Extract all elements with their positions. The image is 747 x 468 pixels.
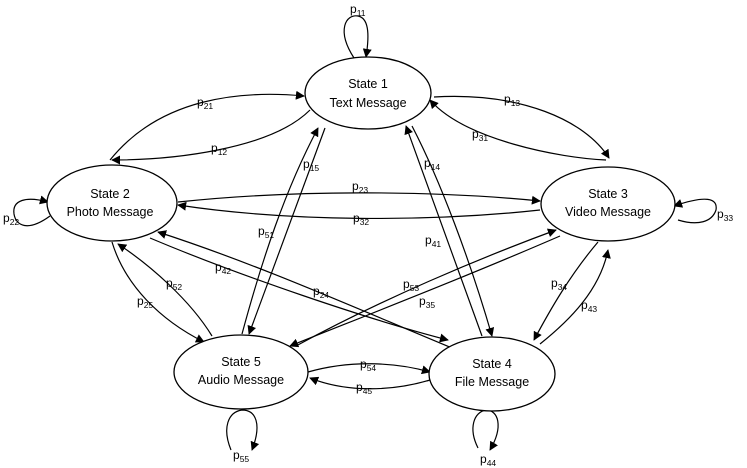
state-2-label: Photo Message: [67, 205, 154, 219]
edge-s1-s5: [247, 127, 326, 335]
label-p12: p12: [211, 141, 227, 157]
edge-s3-s5: [289, 235, 561, 348]
edge-s5-s4: [307, 363, 431, 375]
label-p25: p25: [137, 294, 153, 310]
edge-s4-s2: [157, 230, 453, 349]
state-1-name: State 1: [348, 77, 388, 91]
label-p32: p32: [353, 211, 369, 227]
edge-s2-s3: [177, 192, 541, 205]
edge-s4-s5: [309, 376, 431, 390]
edge-s5-s5: [226, 409, 260, 451]
label-p22: p22: [3, 211, 19, 227]
state-3-label: Video Message: [565, 205, 651, 219]
state-5-name: State 5: [221, 355, 261, 369]
edge-s3-s3: [673, 198, 717, 224]
state-3-node: State 3 Video Message: [540, 166, 676, 242]
edge-s1-s1: [343, 15, 372, 59]
state-2-node: State 2 Photo Message: [46, 164, 178, 242]
label-p41: p41: [425, 233, 441, 249]
label-p43: p43: [581, 298, 597, 314]
label-p35: p35: [419, 294, 435, 310]
label-p55: p55: [233, 448, 249, 464]
edge-s3-s1: [429, 99, 607, 161]
edge-s5-s3: [295, 228, 557, 347]
label-p53: p53: [403, 277, 419, 293]
state-1-label: Text Message: [329, 96, 406, 110]
label-p23: p23: [352, 179, 368, 195]
label-p15: p15: [303, 157, 319, 173]
label-p51: p51: [258, 224, 274, 240]
edge-s1-s2: [111, 109, 311, 165]
label-p21: p21: [197, 95, 213, 111]
edge-s3-s4: [533, 241, 599, 341]
state-4-node: State 4 File Message: [428, 336, 556, 412]
label-p31: p31: [472, 127, 488, 143]
label-p13: p13: [504, 92, 520, 108]
state-2-name: State 2: [90, 187, 130, 201]
state-5-label: Audio Message: [198, 373, 284, 387]
state-4-name: State 4: [472, 357, 512, 371]
state-5-node: State 5 Audio Message: [173, 334, 309, 410]
state-1-node: State 1 Text Message: [304, 56, 432, 130]
edge-s4-s3: [539, 249, 611, 345]
edge-s1-s4: [411, 125, 495, 337]
edge-s4-s1: [404, 125, 483, 337]
label-p24: p24: [313, 284, 329, 300]
label-p34: p34: [551, 276, 567, 292]
edge-s2-s2: [13, 195, 51, 227]
edge-s2-s4: [149, 237, 449, 343]
edge-s2-s5: [111, 241, 205, 343]
edge-s3-s2: [177, 201, 541, 220]
state-4-label: File Message: [455, 375, 529, 389]
label-p14: p14: [424, 156, 440, 172]
label-p42: p42: [215, 260, 231, 276]
label-p54: p54: [360, 357, 376, 373]
label-p11: p11: [350, 2, 366, 18]
state-3-name: State 3: [588, 187, 628, 201]
label-p33: p33: [717, 207, 733, 223]
label-p45: p45: [356, 380, 372, 396]
edge-s2-s1: [109, 90, 305, 161]
label-p52: p52: [166, 276, 182, 292]
edge-s1-s3: [433, 95, 610, 159]
edge-s5-s1: [241, 127, 319, 335]
label-p44: p44: [480, 452, 496, 468]
edge-s5-s2: [117, 243, 213, 337]
edge-s4-s4: [472, 409, 499, 451]
